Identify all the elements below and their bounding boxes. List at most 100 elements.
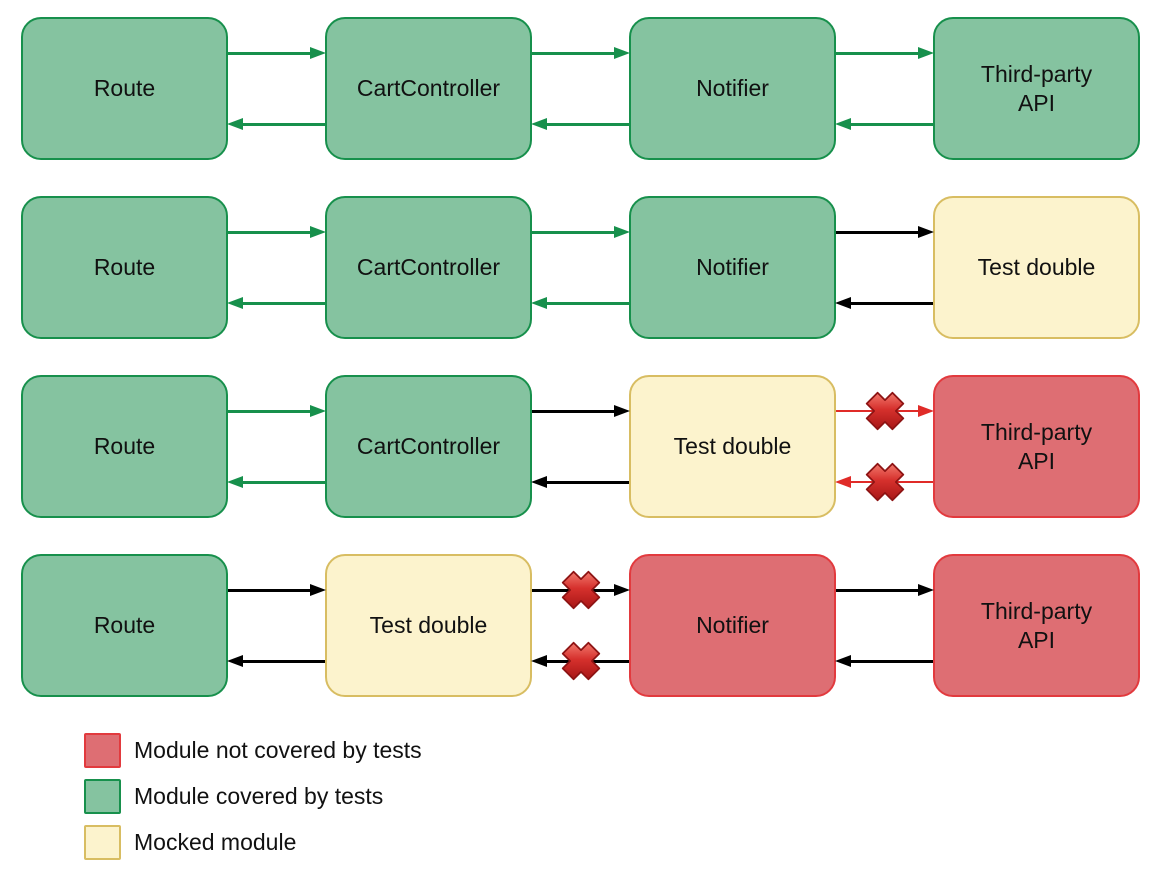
module-label: Test double xyxy=(673,433,792,460)
arrowhead-icon xyxy=(614,46,630,59)
legend-label: Module not covered by tests xyxy=(134,737,422,763)
connector-route-testdouble xyxy=(227,554,326,697)
arrow-line xyxy=(836,588,921,592)
arrow-line xyxy=(228,230,313,234)
arrow-line xyxy=(228,588,313,592)
diagram-row-4: Route Test double Notifier Third-party A… xyxy=(21,554,1166,697)
arrowhead-icon xyxy=(835,475,851,488)
arrow-line xyxy=(848,659,933,663)
connector-notifier-thirdparty xyxy=(835,554,934,697)
arrow-line xyxy=(228,51,313,55)
module-box-test-double: Test double xyxy=(933,196,1140,339)
arrowhead-icon xyxy=(918,404,934,417)
diagram-row-2: Route CartController Notifier Test doubl… xyxy=(21,196,1166,339)
connector-route-cartcontroller xyxy=(227,196,326,339)
arrow-line xyxy=(836,51,921,55)
module-box-cartcontroller: CartController xyxy=(325,196,532,339)
connector-cartcontroller-notifier xyxy=(531,17,630,160)
arrow-line xyxy=(228,409,313,413)
module-label: Notifier xyxy=(696,254,769,281)
legend-swatch-red xyxy=(84,733,121,768)
crossed-out-icon xyxy=(561,641,600,681)
crossed-out-icon xyxy=(561,570,600,610)
arrowhead-icon xyxy=(531,654,547,667)
module-label: Route xyxy=(93,433,156,460)
connector-testdouble-thirdparty-blocked xyxy=(835,375,934,518)
arrow-line xyxy=(532,51,617,55)
module-label: Route xyxy=(93,75,156,102)
module-box-route: Route xyxy=(21,196,228,339)
arrowhead-icon xyxy=(227,475,243,488)
diagram-row-3: Route CartController Test double Third-p… xyxy=(21,375,1166,518)
arrow-line xyxy=(544,122,629,126)
arrow-line xyxy=(544,301,629,305)
module-label: Third-party API xyxy=(980,418,1093,474)
arrowhead-icon xyxy=(227,654,243,667)
legend-item-mocked: Mocked module xyxy=(84,825,1166,860)
arrowhead-icon xyxy=(835,654,851,667)
diagram-row-1: Route CartController Notifier Third-part… xyxy=(21,17,1166,160)
arrowhead-icon xyxy=(310,404,326,417)
arrowhead-icon xyxy=(614,225,630,238)
module-box-test-double: Test double xyxy=(325,554,532,697)
arrow-line xyxy=(836,230,921,234)
module-label: Third-party API xyxy=(980,597,1093,653)
connector-notifier-thirdparty xyxy=(835,17,934,160)
arrow-line xyxy=(240,301,325,305)
arrowhead-icon xyxy=(918,583,934,596)
module-box-notifier: Notifier xyxy=(629,554,836,697)
crossed-out-icon xyxy=(865,391,904,431)
legend-swatch-yellow xyxy=(84,825,121,860)
module-label: CartController xyxy=(356,433,501,460)
module-label: Notifier xyxy=(696,612,769,639)
arrowhead-icon xyxy=(227,117,243,130)
arrowhead-icon xyxy=(227,296,243,309)
module-label: Test double xyxy=(977,254,1096,281)
connector-route-cartcontroller xyxy=(227,17,326,160)
arrowhead-icon xyxy=(531,296,547,309)
legend-item-covered: Module covered by tests xyxy=(84,779,1166,814)
legend-label: Mocked module xyxy=(134,829,297,855)
connector-route-cartcontroller xyxy=(227,375,326,518)
arrow-line xyxy=(848,301,933,305)
module-label: Route xyxy=(93,254,156,281)
module-label: Third-party API xyxy=(980,60,1093,116)
module-box-notifier: Notifier xyxy=(629,17,836,160)
legend: Module not covered by tests Module cover… xyxy=(84,733,1166,860)
crossed-out-icon xyxy=(865,462,904,502)
arrow-line xyxy=(240,659,325,663)
arrow-line xyxy=(240,480,325,484)
legend-item-not-covered: Module not covered by tests xyxy=(84,733,1166,768)
module-label: Route xyxy=(93,612,156,639)
module-box-route: Route xyxy=(21,375,228,518)
arrowhead-icon xyxy=(310,225,326,238)
connector-notifier-testdouble xyxy=(835,196,934,339)
arrowhead-icon xyxy=(531,475,547,488)
module-box-notifier: Notifier xyxy=(629,196,836,339)
arrowhead-icon xyxy=(310,46,326,59)
module-box-thirdparty-api: Third-party API xyxy=(933,554,1140,697)
arrowhead-icon xyxy=(614,404,630,417)
module-box-cartcontroller: CartController xyxy=(325,17,532,160)
arrow-line xyxy=(532,230,617,234)
legend-swatch-green xyxy=(84,779,121,814)
arrowhead-icon xyxy=(531,117,547,130)
connector-cartcontroller-testdouble xyxy=(531,375,630,518)
module-box-cartcontroller: CartController xyxy=(325,375,532,518)
module-label: CartController xyxy=(356,75,501,102)
arrow-line xyxy=(532,409,617,413)
module-label: Notifier xyxy=(696,75,769,102)
module-box-route: Route xyxy=(21,554,228,697)
arrowhead-icon xyxy=(918,225,934,238)
module-box-test-double: Test double xyxy=(629,375,836,518)
arrow-line xyxy=(544,480,629,484)
arrowhead-icon xyxy=(835,296,851,309)
arrow-line xyxy=(240,122,325,126)
module-label: CartController xyxy=(356,254,501,281)
connector-cartcontroller-notifier xyxy=(531,196,630,339)
arrowhead-icon xyxy=(918,46,934,59)
connector-testdouble-notifier-blocked xyxy=(531,554,630,697)
module-box-route: Route xyxy=(21,17,228,160)
arrow-line xyxy=(848,122,933,126)
